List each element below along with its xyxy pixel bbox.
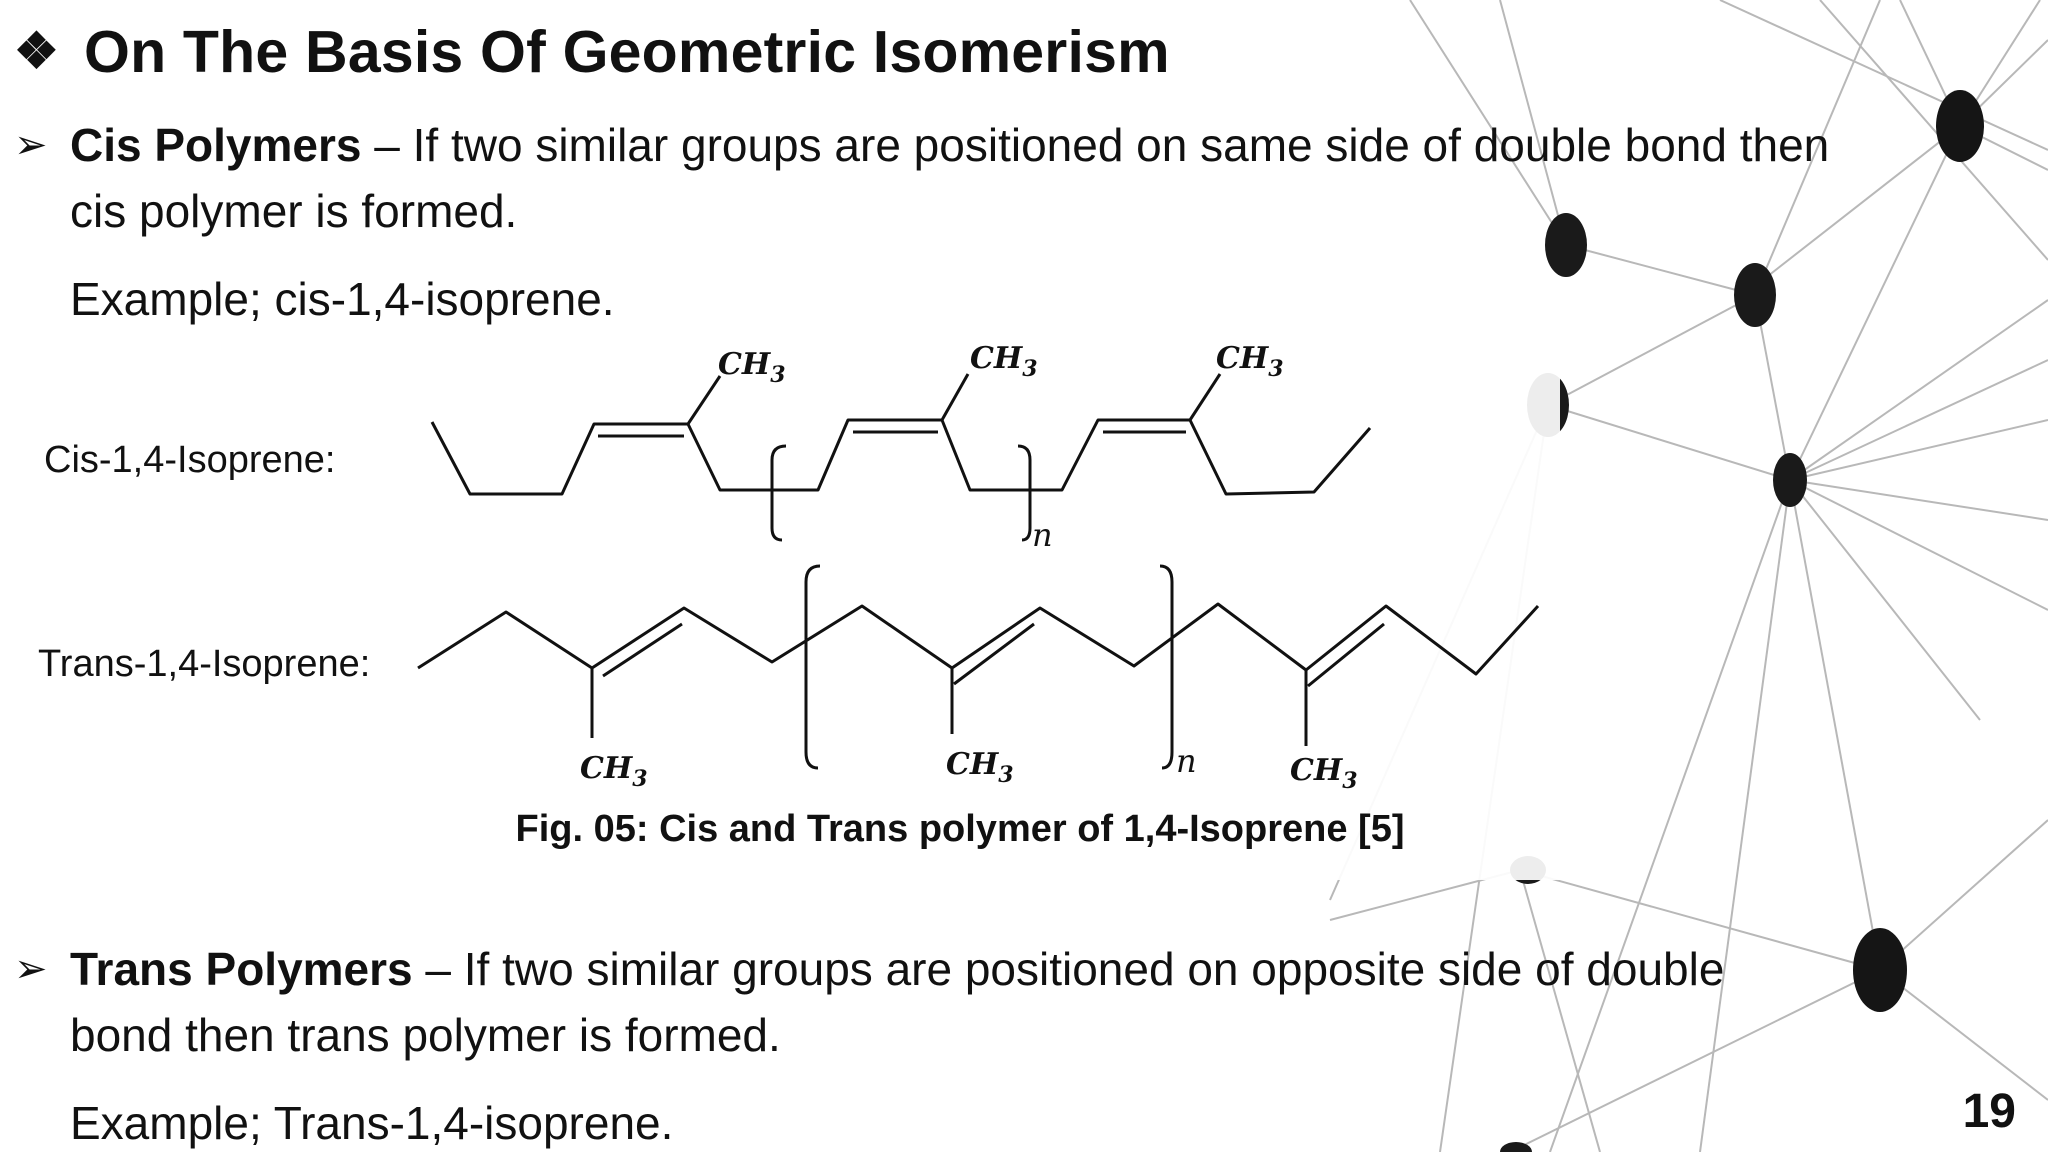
cis-left-bracket xyxy=(770,444,787,542)
page-number: 19 xyxy=(1962,1085,2016,1138)
trans-definition: Trans Polymers – If two similar groups a… xyxy=(70,936,1814,1068)
ch3-label: CH3 xyxy=(1290,753,1358,794)
trans-term: Trans Polymers xyxy=(70,943,413,995)
trans-isoprene-chain xyxy=(417,564,1540,770)
methyl-labels: CH3 CH3 CH3 CH3 CH3 CH3 xyxy=(580,341,1358,794)
arrow-bullet-icon: ➢ xyxy=(14,123,48,167)
figure-caption: Fig. 05: Cis and Trans polymer of 1,4-Is… xyxy=(515,808,1405,850)
trans-repeat-index: n xyxy=(1176,742,1197,780)
cis-definition-text: – If two similar groups are positioned o… xyxy=(70,119,1830,237)
ch3-label: CH3 xyxy=(718,347,786,388)
cis-polymers-bullet: ➢ Cis Polymers – If two similar groups a… xyxy=(14,112,1894,244)
trans-isoprene-label: Trans-1,4-Isoprene: xyxy=(38,643,370,685)
slide-title-text: On The Basis Of Geometric Isomerism xyxy=(84,19,1170,85)
cis-example: Example; cis-1,4-isoprene. xyxy=(70,273,615,325)
trans-definition-text: – If two similar groups are positioned o… xyxy=(70,943,1725,1061)
trans-right-bracket xyxy=(1159,564,1174,770)
ch3-label: CH3 xyxy=(1216,341,1284,382)
isoprene-structure-figure: Cis-1,4-Isoprene: Trans-1,4-Isoprene: CH… xyxy=(38,341,1540,794)
cis-repeat-index: n xyxy=(1032,516,1053,554)
ch3-label: CH3 xyxy=(970,341,1038,382)
trans-polymers-bullet: ➢ Trans Polymers – If two similar groups… xyxy=(14,936,1814,1068)
ch3-label: CH3 xyxy=(580,751,648,792)
cis-right-bracket xyxy=(1017,444,1032,542)
slide-title: ❖ On The Basis Of Geometric Isomerism xyxy=(14,18,1170,86)
ch3-label: CH3 xyxy=(946,747,1014,788)
cis-definition: Cis Polymers – If two similar groups are… xyxy=(70,112,1894,244)
diamond-bullet-icon: ❖ xyxy=(14,23,60,79)
arrow-bullet-icon: ➢ xyxy=(14,947,48,991)
cis-term: Cis Polymers xyxy=(70,119,362,171)
cis-isoprene-label: Cis-1,4-Isoprene: xyxy=(44,439,335,481)
trans-left-bracket xyxy=(804,564,821,770)
trans-example: Example; Trans-1,4-isoprene. xyxy=(70,1097,674,1149)
cis-isoprene-chain xyxy=(430,373,1372,542)
